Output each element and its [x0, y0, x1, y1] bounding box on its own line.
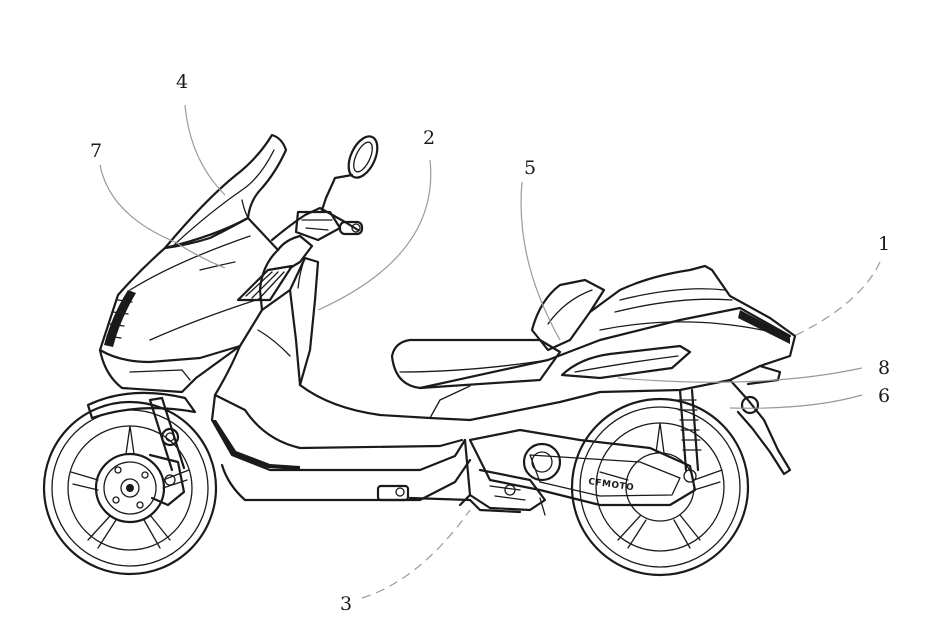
callout-2: 2 [423, 127, 435, 149]
rear-reflector [740, 395, 760, 415]
windshield [163, 133, 288, 250]
headlight [104, 290, 136, 347]
rear-indicator [746, 364, 782, 386]
callout-5: 5 [524, 157, 536, 179]
right-grip [338, 220, 364, 236]
callout-numbers: 4 7 2 5 1 8 6 3 [90, 71, 890, 615]
brake-lever-housing [294, 210, 342, 242]
leader-1 [789, 261, 881, 339]
handlebar-assembly [270, 135, 379, 270]
side-panel-vent [560, 344, 692, 380]
mirror [347, 135, 379, 179]
callout-1: 1 [878, 233, 890, 255]
callout-3: 3 [340, 593, 352, 615]
center-stand [408, 496, 522, 514]
rider-seat [390, 338, 562, 390]
leader-7 [99, 164, 226, 269]
leader-3 [361, 509, 471, 599]
front-fork [86, 391, 197, 472]
leader-5 [520, 181, 561, 341]
callout-7: 7 [90, 140, 102, 162]
callout-6: 6 [878, 385, 890, 407]
rear-body [418, 264, 797, 476]
leg-shield [210, 256, 467, 472]
leader-2 [317, 159, 432, 311]
seat [390, 278, 606, 390]
callout-8: 8 [878, 357, 890, 379]
front-wheel [42, 400, 218, 576]
rear-fender [728, 378, 792, 476]
engine-crankcase [522, 442, 562, 482]
front-fender [86, 391, 197, 420]
leader-8 [617, 367, 863, 383]
callout-4: 4 [176, 71, 188, 93]
front-fairing [98, 216, 294, 394]
tail-light-stripe [738, 310, 790, 344]
leader-lines [99, 104, 881, 599]
passenger-seat [530, 278, 606, 352]
leader-6 [729, 394, 863, 409]
floorboard [220, 383, 472, 502]
side-stand-pad [376, 484, 410, 502]
leader-4 [184, 104, 226, 196]
rear-shock [677, 388, 702, 483]
cvt-cover [468, 428, 697, 507]
